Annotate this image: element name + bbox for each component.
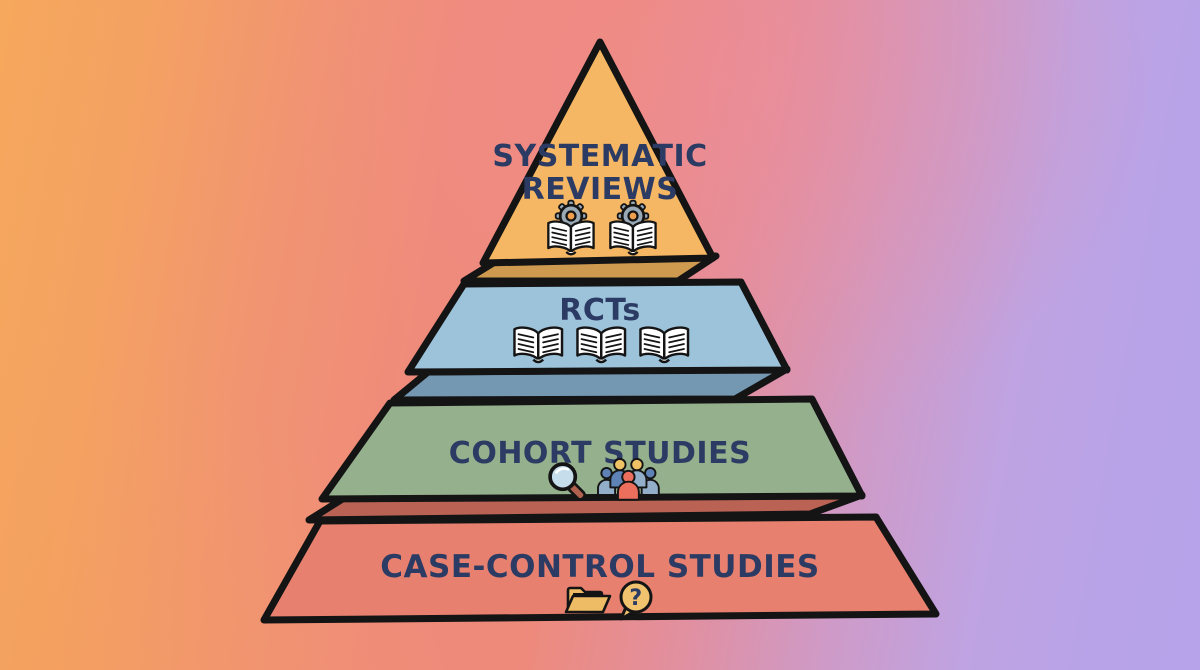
level-2-face-rcts <box>404 278 791 376</box>
level-1-face-systematic-reviews <box>479 38 717 267</box>
level-3-label: COHORT STUDIES <box>449 436 751 471</box>
level-2-label: RCTs <box>559 293 640 328</box>
level-3-face-cohort-studies <box>318 395 866 503</box>
level-1-label-line2: REVIEWS <box>522 172 679 207</box>
level-4-face-case-control-studies <box>260 513 940 624</box>
level-4-label: CASE-CONTROL STUDIES <box>380 549 820 585</box>
level-1-label-line1: SYSTEMATIC <box>492 139 707 174</box>
